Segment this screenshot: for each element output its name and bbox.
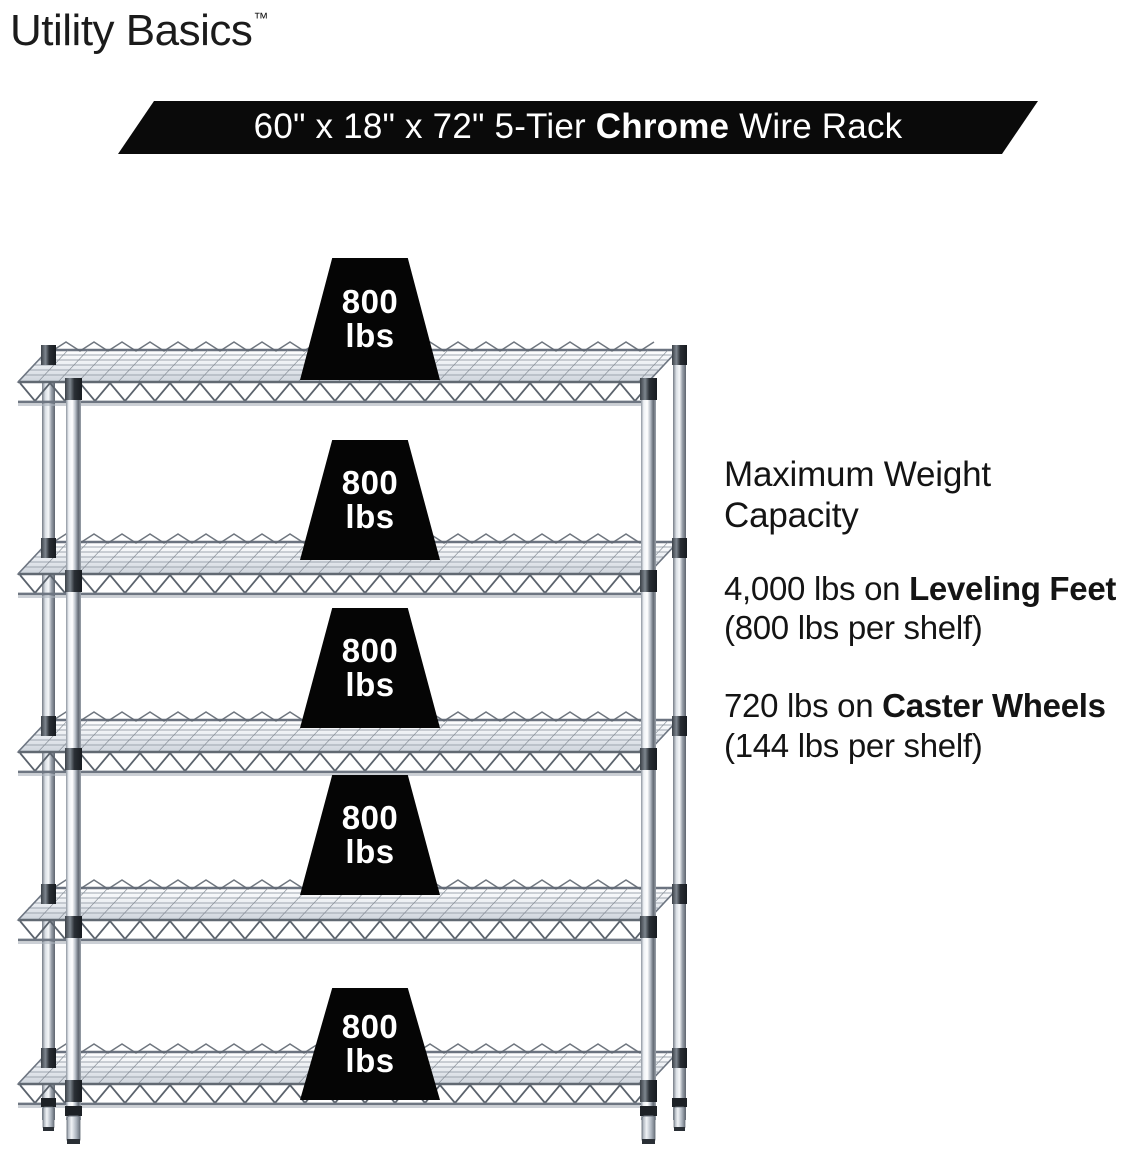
capacity-caster-wheels: 720 lbs on Caster Wheels (144 lbs per sh… (724, 686, 1122, 765)
leveling-tail: (800 lbs per shelf) (724, 609, 983, 647)
banner-suffix: Wire Rack (729, 107, 903, 146)
capacity-leveling-feet: 4,000 lbs on Leveling Feet (800 lbs per … (724, 569, 1122, 648)
capacity-heading: Maximum Weight Capacity (724, 455, 991, 535)
leveling-bold: Leveling Feet (909, 569, 1117, 607)
front-right-post (641, 380, 656, 1120)
brand-name: Utility Basics (10, 6, 253, 55)
product-title-banner: 60" x 18" x 72" 5-Tier Chrome Wire Rack (118, 101, 1038, 154)
weight-badge-number: 800 (341, 1008, 399, 1046)
weight-badge-shelf-3: 800 lbs (300, 608, 440, 728)
weight-badge-shelf-2: 800 lbs (300, 440, 440, 560)
weight-badge-number: 800 (341, 632, 399, 670)
weight-badge-unit: lbs (345, 1042, 395, 1079)
front-left-post (66, 380, 81, 1120)
banner-material: Chrome (595, 107, 730, 146)
leveling-feet (41, 1098, 687, 1144)
weight-badge-shelf-1: 800 lbs (300, 258, 440, 380)
leveling-lead: 4,000 lbs on (724, 569, 910, 607)
weight-badge-unit: lbs (345, 317, 395, 354)
caster-bold: Caster Wheels (882, 687, 1106, 725)
weight-badge-unit: lbs (345, 498, 395, 535)
capacity-info-panel: Maximum Weight Capacity 4,000 lbs on Lev… (724, 455, 1122, 765)
rear-left-post (42, 348, 55, 1120)
product-title-text: 60" x 18" x 72" 5-Tier Chrome Wire Rack (254, 109, 903, 144)
banner-prefix: 60" x 18" x 72" 5-Tier (253, 107, 596, 146)
weight-badge-unit: lbs (345, 666, 395, 703)
brand-logo: Utility Basics™ (10, 6, 269, 56)
weight-badge-shelf-5: 800 lbs (300, 988, 440, 1100)
weight-badge-number: 800 (341, 799, 399, 837)
rear-right-post (673, 348, 686, 1120)
weight-badge-unit: lbs (345, 833, 395, 870)
caster-tail: (144 lbs per shelf) (724, 726, 983, 764)
weight-badge-number: 800 (341, 283, 399, 321)
weight-badge-shelf-4: 800 lbs (300, 775, 440, 895)
trademark-symbol: ™ (253, 10, 269, 28)
caster-lead: 720 lbs on (724, 687, 883, 725)
weight-badge-number: 800 (341, 464, 399, 502)
